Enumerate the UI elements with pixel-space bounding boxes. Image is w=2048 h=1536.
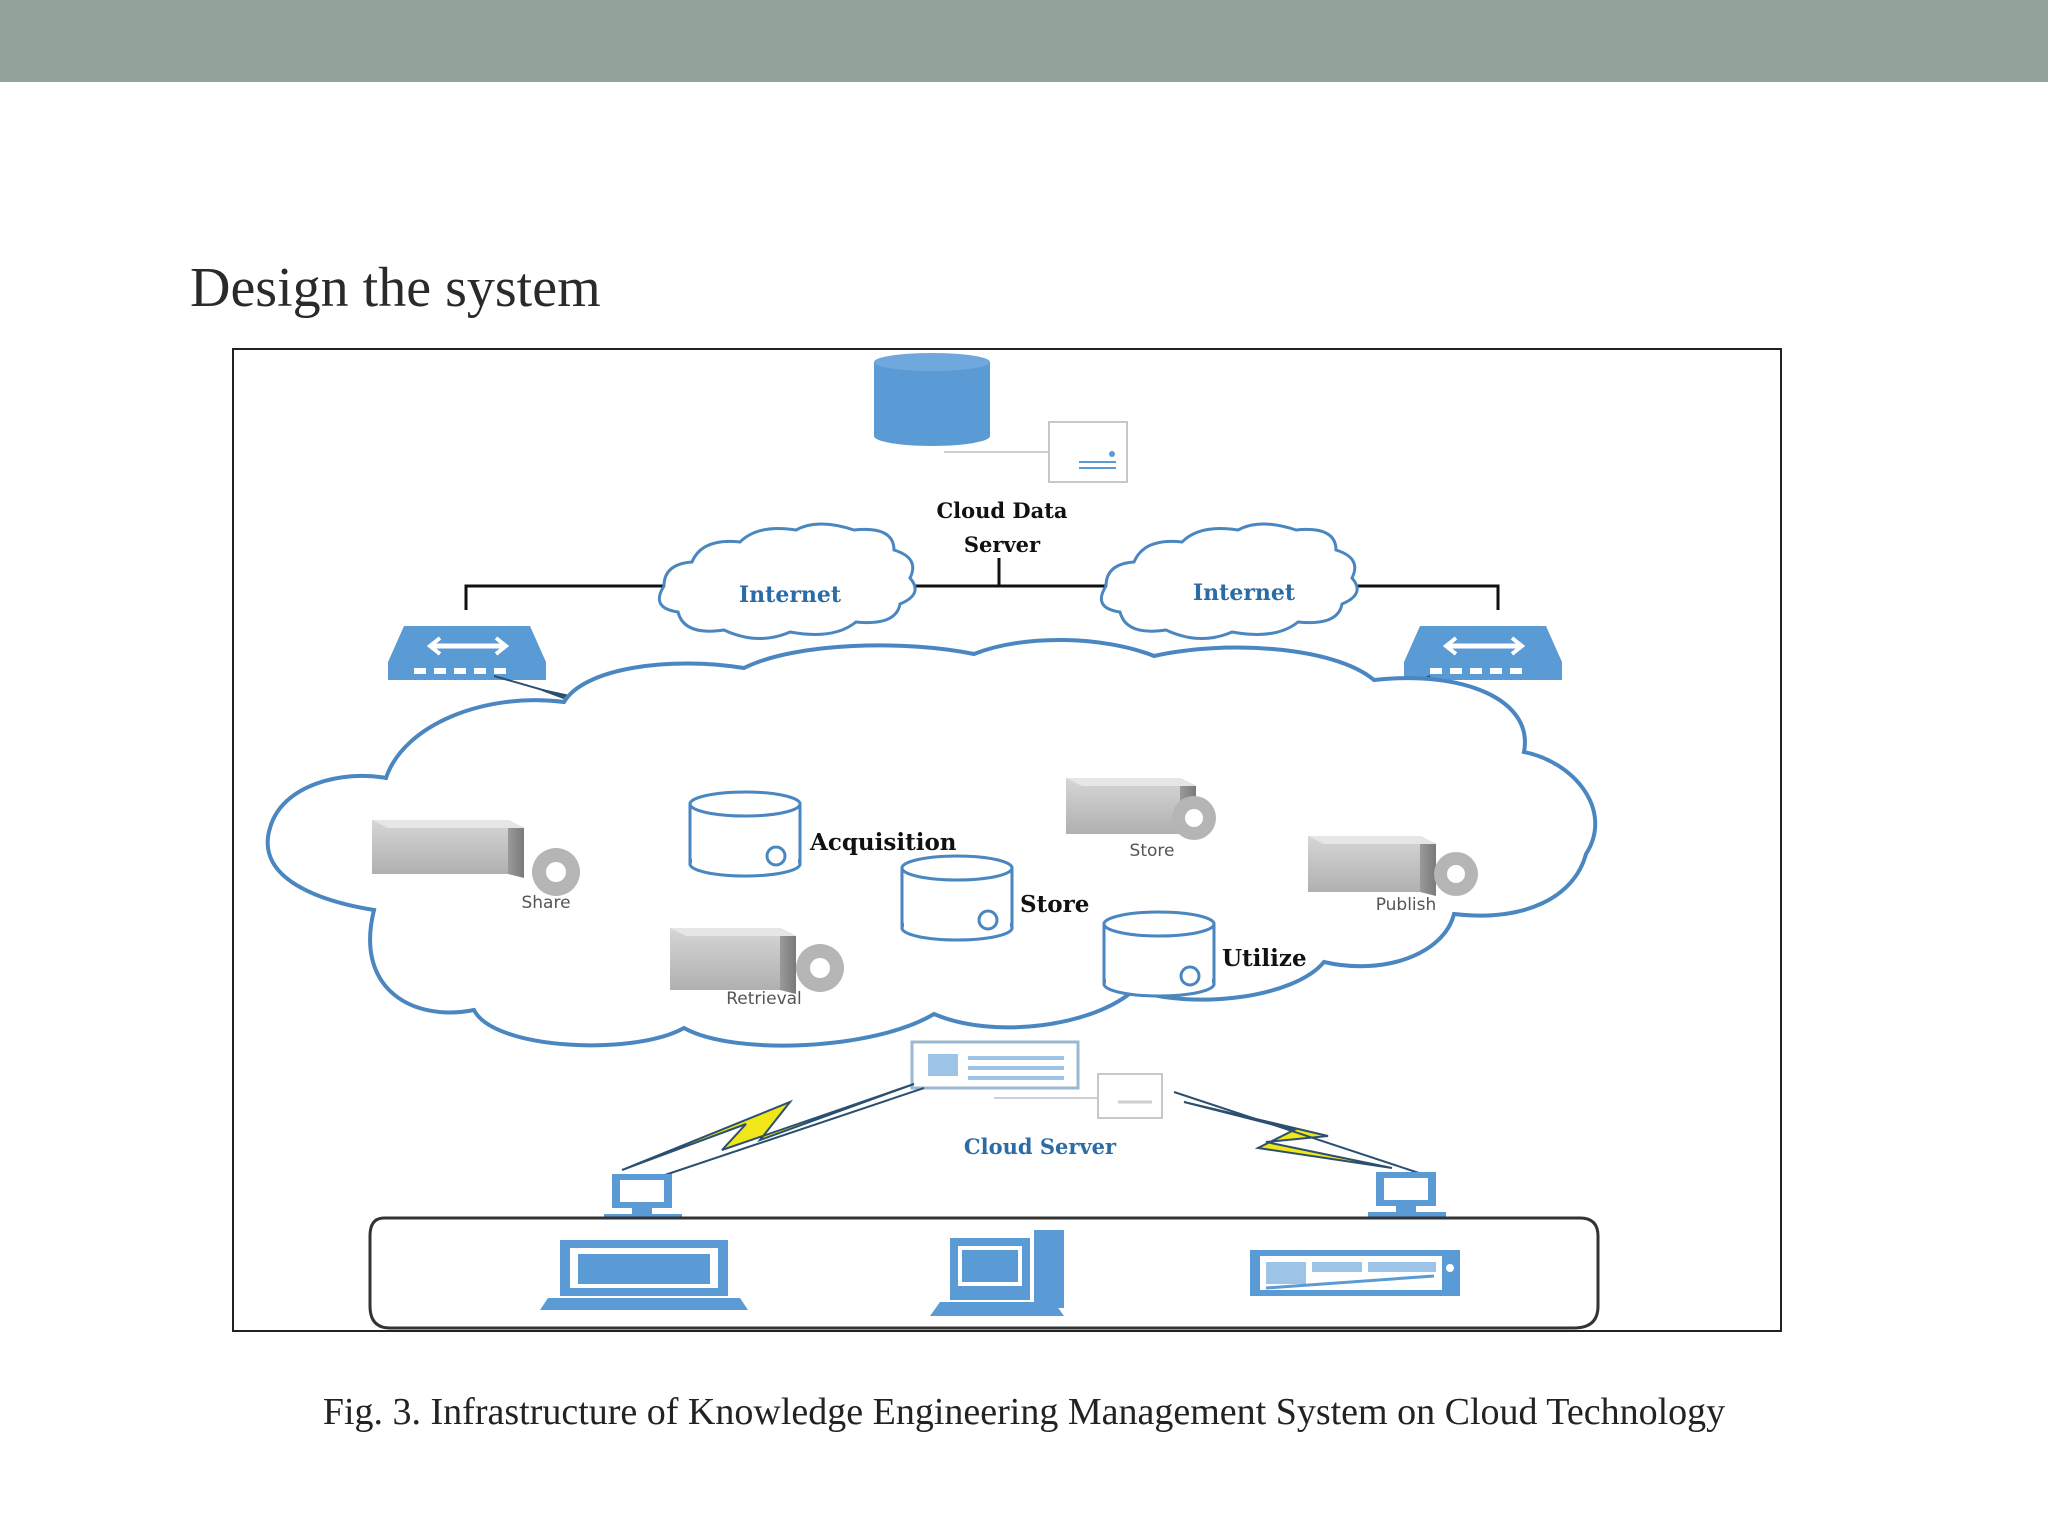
acquisition-label: Acquisition [809, 829, 957, 856]
internet-label-left: Internet [739, 582, 842, 608]
publish-server-icon [1308, 836, 1478, 896]
store-server-label: Store [1130, 841, 1175, 861]
desktop-computer-icon [930, 1230, 1064, 1316]
cloud-server-icon [910, 1040, 1163, 1119]
cloud-data-server-icon [874, 353, 1128, 483]
store-server-icon [1066, 778, 1216, 840]
infrastructure-diagram: Cloud Data Server Internet Internet [232, 348, 1782, 1332]
top-band [0, 0, 2048, 82]
utilize-label: Utilize [1222, 945, 1307, 972]
terminal-icon-right [1368, 1172, 1446, 1218]
publish-label: Publish [1376, 895, 1437, 915]
store-database-icon [900, 854, 1014, 942]
router-icon-left [388, 626, 546, 680]
retrieval-server-icon [670, 928, 844, 994]
store-db-label: Store [1020, 891, 1089, 918]
acquisition-database-icon [688, 790, 802, 878]
figure-caption: Fig. 3. Infrastructure of Knowledge Engi… [322, 1391, 1726, 1433]
tablet-icon [1250, 1250, 1460, 1296]
slide-title: Design the system [190, 257, 601, 319]
retrieval-label: Retrieval [726, 989, 802, 1009]
internet-cloud-right [1099, 522, 1359, 641]
cloud-data-server-label-2: Server [964, 532, 1041, 557]
internet-label-right: Internet [1193, 580, 1296, 606]
cloud-data-server-label: Cloud Data [936, 498, 1067, 523]
router-icon-right [1404, 626, 1562, 680]
share-server-icon [372, 820, 580, 896]
internet-cloud-left [657, 522, 917, 641]
cloud-server-label: Cloud Server [964, 1134, 1117, 1159]
wireless-link-icon-bottom [621, 1083, 1393, 1171]
share-label: Share [521, 893, 570, 913]
network-bus [464, 558, 1500, 610]
laptop-icon [540, 1240, 748, 1310]
utilize-database-icon [1102, 910, 1216, 998]
terminal-icon-left [604, 1174, 682, 1220]
cloud-environment [265, 638, 1598, 1048]
